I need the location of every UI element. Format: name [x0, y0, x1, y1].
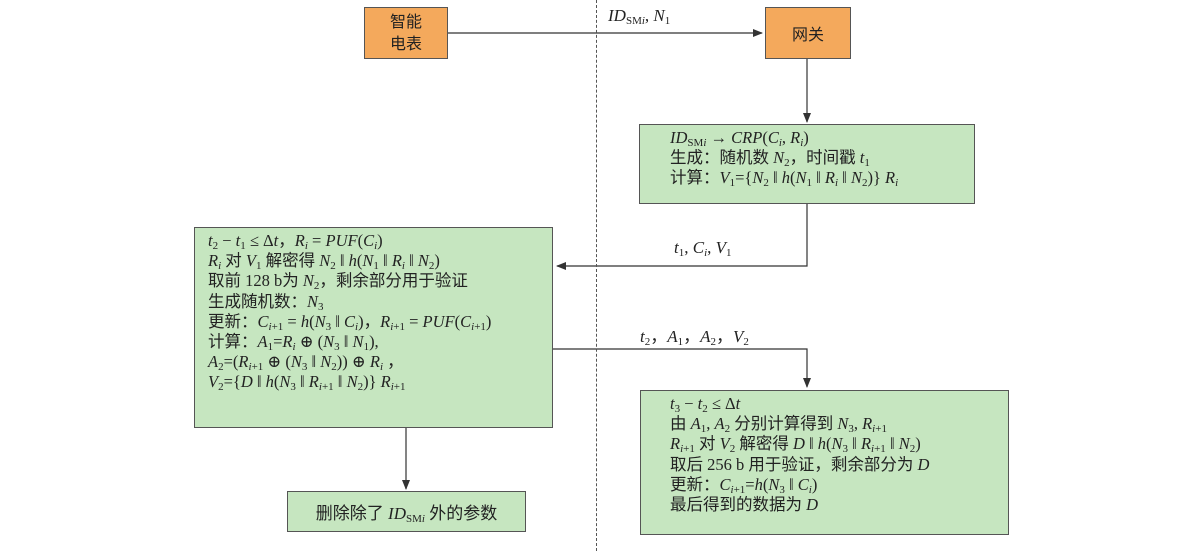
meter-processing-box: t2 − t1 ≤ Δt，Ri = PUF(Ci)Ri 对 V1 解密得 N2 … — [194, 227, 553, 428]
label-text: 删除除了 IDSMi 外的参数 — [315, 504, 498, 525]
entity-divider — [596, 0, 597, 551]
text-line: 更新：Ci+1=h(N3 ‖ Ci) — [670, 474, 818, 496]
text-line: t2 − t1 ≤ Δt，Ri = PUF(Ci) — [208, 231, 383, 252]
label-text: t2，A1，A2，V2 — [640, 327, 749, 348]
text-line: 更新：Ci+1 = h(N3 ‖ Ci)，Ri+1 = PUF(Ci+1) — [208, 311, 492, 333]
text-line: 最后得到的数据为 D — [670, 495, 819, 515]
text-line: 取前 128 b为 N2，剩余部分用于验证 — [208, 271, 468, 293]
text-line: 生成随机数：N3 — [208, 291, 324, 313]
gateway-node: 网关 — [765, 7, 851, 59]
message-t2-a1-a2-v2: t2，A1，A2，V2 — [640, 322, 749, 348]
label-text: IDSMi, N1 — [608, 6, 671, 27]
gateway-label: 网关 — [791, 25, 824, 44]
arrow-meter-to-verify — [553, 348, 811, 388]
text-line: A2=(Ri+1 ⊕ (N3 ‖ N2)) ⊕ Ri ， — [208, 352, 404, 374]
text-line: 由 A1, A2 分别计算得到 N3, Ri+1 — [670, 414, 887, 436]
text-line: 取后 256 b 用于验证，剩余部分为 D — [670, 454, 930, 474]
text-line: t3 − t2 ≤ Δt — [670, 394, 741, 415]
text-line: Ri+1 对 V2 解密得 D ‖ h(N3 ‖ Ri+1 ‖ N2) — [670, 434, 921, 456]
message-id-n1: IDSMi, N1 — [608, 6, 671, 27]
label-text: t1, Ci, V1 — [674, 238, 732, 259]
text-line: 计算：A1=Ri ⊕ (N3 ‖ N1), — [208, 332, 379, 354]
text-line: V2={D ‖ h(N3 ‖ Ri+1 ‖ N2)} Ri+1 — [208, 372, 406, 394]
message-t1-ci-v1: t1, Ci, V1 — [674, 238, 732, 259]
text-line: Ri 对 V1 解密得 N2 ‖ h(N1 ‖ Ri ‖ N2) — [208, 251, 440, 273]
text-line: IDSMi → CRP(Ci, Ri) — [670, 128, 809, 149]
smart-meter-node: 智能 电表 — [364, 7, 448, 59]
arrow-proc-to-meter — [556, 204, 808, 270]
text-line: 生成：随机数 N2，时间戳 t1 — [670, 148, 870, 170]
smart-meter-label: 智能 电表 — [389, 12, 422, 53]
delete-params-box: 删除除了 IDSMi 外的参数 — [287, 491, 526, 532]
text-line: 计算：V1={N2 ‖ h(N1 ‖ Ri ‖ N2)} Ri — [670, 168, 899, 190]
